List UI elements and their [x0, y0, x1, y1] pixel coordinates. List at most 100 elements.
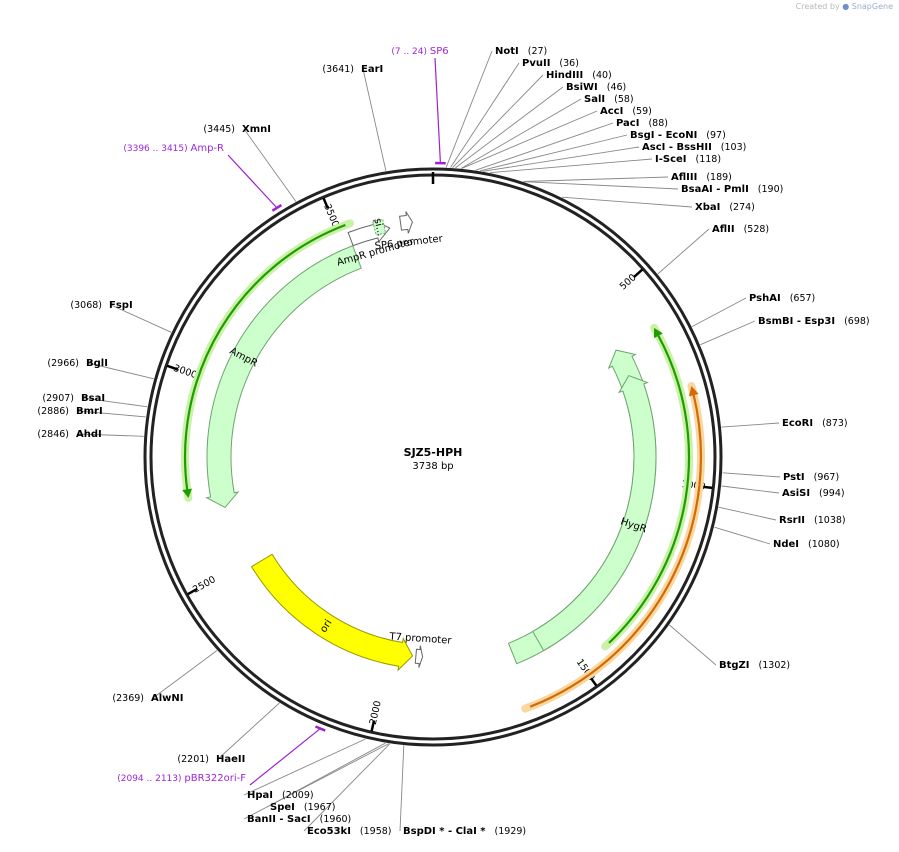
site-bsmbi-esp3i[interactable]: BsmBI - Esp3I(698): [758, 316, 870, 327]
site-name: HaeII: [216, 754, 245, 765]
site-leader: [562, 197, 692, 207]
site-name: BmrI: [76, 406, 103, 417]
site-noti[interactable]: NotI(27): [495, 46, 547, 57]
watermark-brand: SnapGene: [852, 2, 893, 11]
site-position: (36): [559, 58, 579, 69]
site-ecori[interactable]: EcoRI(873): [782, 418, 848, 429]
site-paci[interactable]: PacI(88): [616, 118, 668, 129]
site-bmri[interactable]: BmrI(2886): [37, 406, 102, 417]
site-pshai[interactable]: PshAI(657): [749, 293, 815, 304]
tick-label: 2000: [368, 700, 384, 726]
site-position: (88): [648, 118, 668, 129]
site-position: (3641): [322, 64, 354, 75]
site-leader: [480, 135, 627, 171]
site-leader: [722, 423, 780, 427]
site-leader: [524, 182, 678, 189]
site-bsai[interactable]: BsaI(2907): [42, 393, 105, 404]
site-name: PshAI: [749, 293, 781, 304]
site-bsgi-econi[interactable]: BsgI - EcoNI(97): [630, 130, 726, 141]
primer-leader: [250, 729, 320, 785]
site-eari[interactable]: EarI (3641): [322, 64, 383, 75]
site-bsiwi[interactable]: BsiWI(46): [566, 82, 626, 93]
site-name: XmnI: [242, 124, 271, 135]
site-eco53ki[interactable]: Eco53kI (1958): [307, 826, 392, 837]
primer-label: (3396 .. 3415) Amp-R: [123, 143, 224, 154]
site-leader: [446, 51, 492, 167]
site-psti[interactable]: PstI(967): [783, 472, 839, 483]
site-name: SpeI: [270, 802, 295, 813]
primers: (7 .. 24) SP6 (3396 .. 3415) Amp-R (2094 .…: [117, 46, 448, 785]
site-labels: NotI(27)PvuII (36)HindIII(40)BsiWI(46)Sal…: [37, 46, 869, 837]
site-btgzi[interactable]: BtgZI(1302): [719, 660, 790, 671]
site-name: Eco53kI: [307, 826, 351, 837]
site-alwni[interactable]: AlwNI(2369): [112, 693, 183, 704]
site-leader: [524, 177, 668, 182]
primer-name: Amp-R: [191, 143, 225, 154]
site-position: (873): [822, 418, 848, 429]
site-leader: [669, 625, 716, 665]
site-acci[interactable]: AccI(59): [600, 106, 652, 117]
site-position: (40): [592, 70, 612, 81]
site-hindiii[interactable]: HindIII(40): [546, 70, 612, 81]
site-spei[interactable]: SpeI (1967): [270, 802, 335, 813]
site-position: (1958): [360, 826, 392, 837]
site-asci-bsshii[interactable]: AscI - BssHII(103): [642, 142, 746, 153]
site-leader: [153, 651, 217, 699]
site-leader: [722, 486, 779, 493]
site-bgli[interactable]: BglI(2966): [47, 358, 108, 369]
site-sali[interactable]: SalI(58): [584, 94, 634, 105]
site-position: (46): [607, 82, 627, 93]
site-name: PvuII: [522, 58, 550, 69]
tick-label: 2500: [191, 574, 217, 595]
primer-bar[interactable]: [315, 726, 325, 730]
primer-range: (2094 .. 2113): [117, 774, 184, 784]
site-leader: [719, 507, 776, 520]
feature-ampr[interactable]: [207, 246, 362, 508]
site-name: XbaI: [695, 202, 720, 213]
site-position: (1967): [304, 802, 336, 813]
site-fspi[interactable]: FspI(3068): [70, 300, 132, 311]
site-haeii[interactable]: HaeII(2201): [177, 754, 245, 765]
site-banii-saci[interactable]: BanII - SacI(1960): [247, 814, 351, 825]
site-leader: [461, 99, 581, 168]
primer-bar[interactable]: [272, 205, 281, 211]
site-xmni[interactable]: XmnI (3445): [203, 124, 271, 135]
site-position: (97): [706, 130, 726, 141]
site-position: (1038): [814, 515, 846, 526]
site-bsaai-pmli[interactable]: BsaAI - PmlI(190): [681, 184, 783, 195]
site-name: EarI: [361, 64, 383, 75]
site-ahdi[interactable]: AhdI(2846): [37, 429, 101, 440]
site-pvuii[interactable]: PvuII (36): [522, 58, 579, 69]
site-i-scei[interactable]: I-SceI(118): [655, 154, 721, 165]
site-position: (2369): [112, 693, 144, 704]
site-aflii[interactable]: AflII(528): [712, 224, 769, 235]
site-position: (3445): [203, 124, 235, 135]
site-name: PstI: [783, 472, 805, 483]
site-position: (1302): [759, 660, 791, 671]
site-position: (274): [729, 202, 755, 213]
site-position: (1080): [808, 539, 840, 550]
site-asisi[interactable]: AsiSI(994): [782, 488, 845, 499]
site-xbai[interactable]: XbaI (274): [695, 202, 755, 213]
site-afliii[interactable]: AflIII(189): [671, 172, 732, 183]
site-name: NdeI: [773, 539, 799, 550]
site-leader: [490, 159, 652, 173]
snapgene-logo-icon: ●: [842, 2, 849, 11]
site-bspdi-clai[interactable]: BspDI * - ClaI *(1929): [403, 826, 526, 837]
site-name: HpaI: [247, 790, 273, 801]
feature-t7-promoter[interactable]: [415, 646, 422, 668]
site-name: BglI: [86, 358, 108, 369]
site-name: BspDI * - ClaI *: [403, 826, 486, 837]
primer-label: (7 .. 24) SP6: [391, 46, 448, 57]
site-position: (189): [706, 172, 732, 183]
feature-ori[interactable]: [252, 554, 413, 670]
site-rsrii[interactable]: RsrII (1038): [779, 515, 846, 526]
site-leader: [723, 473, 780, 477]
site-ndei[interactable]: NdeI (1080): [773, 539, 840, 550]
site-name: RsrII: [779, 515, 805, 526]
site-leader: [453, 75, 544, 168]
feature-sp6-promoter[interactable]: [400, 211, 413, 233]
site-position: (1960): [320, 814, 352, 825]
